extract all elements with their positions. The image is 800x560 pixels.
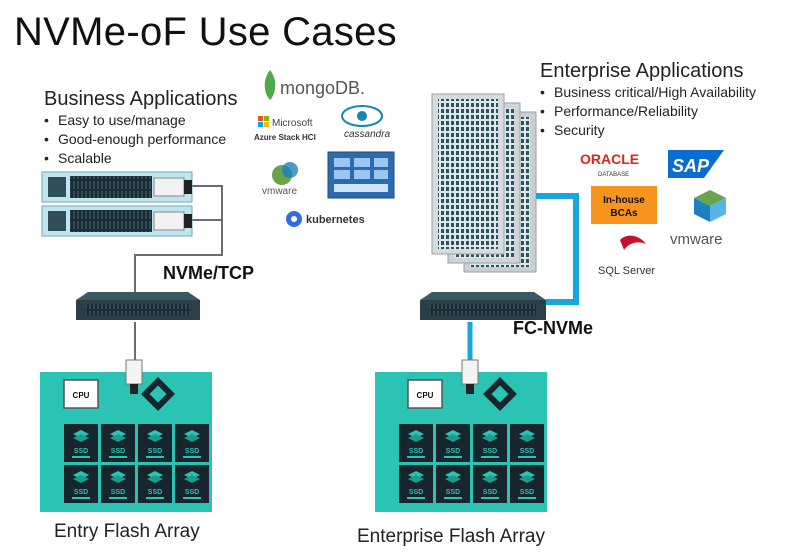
ssd-label: SSD — [111, 489, 125, 496]
ssd-drive: SSD — [436, 465, 470, 503]
ssd-label: SSD — [446, 448, 460, 455]
azure-hci-text: Azure Stack HCI — [254, 133, 316, 142]
ssd-label: SSD — [74, 448, 88, 455]
enterprise-array-caption: Enterprise Flash Array — [357, 526, 545, 547]
enterprise-bullet: Security — [540, 121, 756, 140]
vmware-logo-text-right: vmware — [670, 231, 723, 248]
ssd-drive: SSD — [510, 465, 544, 503]
ssd-drive: SSD — [64, 465, 98, 503]
ssd-drive: SSD — [175, 424, 209, 462]
sap-logo-text: SAP — [672, 156, 710, 176]
ssd-label: SSD — [148, 448, 162, 455]
business-bullet: Good-enough performance — [44, 130, 226, 149]
enterprise-rack — [431, 93, 537, 273]
cpu-label: CPU — [73, 391, 90, 400]
ssd-drive: SSD — [399, 465, 433, 503]
ssd-drive: SSD — [175, 465, 209, 503]
ssd-grid: SSD SSD SSD SSD SSD SSD SSD SSD — [64, 424, 209, 503]
ssd-label: SSD — [483, 489, 497, 496]
page-title: NVMe-oF Use Cases — [14, 10, 397, 54]
ssd-label: SSD — [520, 489, 534, 496]
kubernetes-logo-text: kubernetes — [306, 214, 365, 226]
ssd-drive: SSD — [64, 424, 98, 462]
enterprise-bullet: Business critical/High Availability — [540, 83, 756, 102]
cassandra-eye-icon — [341, 105, 383, 127]
nvme-tcp-label: NVMe/TCP — [163, 263, 255, 283]
sql-server-icon — [620, 235, 646, 250]
ssd-label: SSD — [185, 448, 199, 455]
sql-server-text: SQL Server — [598, 265, 655, 277]
ssd-label: SSD — [74, 489, 88, 496]
ssd-label: SSD — [446, 489, 460, 496]
microsoft-logo-icon — [258, 116, 269, 127]
business-app-logos: mongoDB. Microsoft Azure Stack HCI cassa… — [254, 70, 395, 227]
left-cabling — [134, 185, 223, 362]
ssd-grid: SSD SSD SSD SSD SSD SSD SSD SSD — [399, 424, 544, 503]
ssd-drive: SSD — [473, 465, 507, 503]
enterprise-apps-bullets: Business critical/High Availability Perf… — [540, 83, 756, 140]
inhouse-bcas-box — [591, 186, 657, 224]
ssd-drive: SSD — [101, 465, 135, 503]
ssd-label: SSD — [520, 448, 534, 455]
business-apps-bullets: Easy to use/manage Good-enough performan… — [44, 111, 226, 168]
business-servers — [41, 171, 193, 237]
vmware-logo-text-left: vmware — [262, 186, 297, 197]
fc-cabling — [467, 193, 579, 362]
entry-array-caption: Entry Flash Array — [54, 521, 200, 542]
entry-flash-array: CPU SSD SSD SSD SSD SSD SSD SSD SSD — [40, 359, 212, 512]
ssd-label: SSD — [409, 448, 423, 455]
business-bullet: Scalable — [44, 149, 226, 168]
mongodb-leaf-icon — [264, 70, 276, 100]
ssd-drive: SSD — [101, 424, 135, 462]
ssd-drive: SSD — [436, 424, 470, 462]
fc-switch — [420, 292, 546, 320]
ssd-label: SSD — [185, 489, 199, 496]
cassandra-logo-text: cassandra — [344, 129, 391, 140]
tcp-switch — [76, 292, 200, 320]
ssd-label: SSD — [483, 448, 497, 455]
ssd-label: SSD — [148, 489, 162, 496]
dashboard-app-icon — [327, 151, 395, 199]
oracle-logo-text: ORACLE — [580, 151, 639, 167]
ssd-label: SSD — [111, 448, 125, 455]
ssd-label: SSD — [409, 489, 423, 496]
inhouse-line1: In-house — [603, 195, 645, 206]
microsoft-logo-text: Microsoft — [272, 118, 313, 129]
business-bullet: Easy to use/manage — [44, 111, 226, 130]
sap-logo-icon — [668, 150, 724, 178]
fc-nvme-label: FC-NVMe — [513, 318, 593, 338]
mongodb-logo-text: mongoDB. — [280, 78, 365, 98]
enterprise-flash-array: CPU SSD SSD SSD SSD SSD SSD SSD SSD — [375, 359, 547, 512]
cpu-label: CPU — [417, 391, 434, 400]
vmware-cube-icon — [694, 190, 726, 222]
enterprise-bullet: Performance/Reliability — [540, 102, 756, 121]
oracle-database-text: DATABASE — [598, 172, 629, 178]
ssd-drive: SSD — [138, 424, 172, 462]
inhouse-line2: BCAs — [610, 208, 638, 219]
enterprise-apps-header: Enterprise Applications — [540, 60, 744, 82]
ssd-drive: SSD — [138, 465, 172, 503]
ssd-drive: SSD — [399, 424, 433, 462]
ssd-drive: SSD — [510, 424, 544, 462]
enterprise-app-logos: ORACLE DATABASE SAP In-house BCAs vmware… — [580, 150, 726, 277]
business-apps-header: Business Applications — [44, 88, 238, 110]
ssd-drive: SSD — [473, 424, 507, 462]
